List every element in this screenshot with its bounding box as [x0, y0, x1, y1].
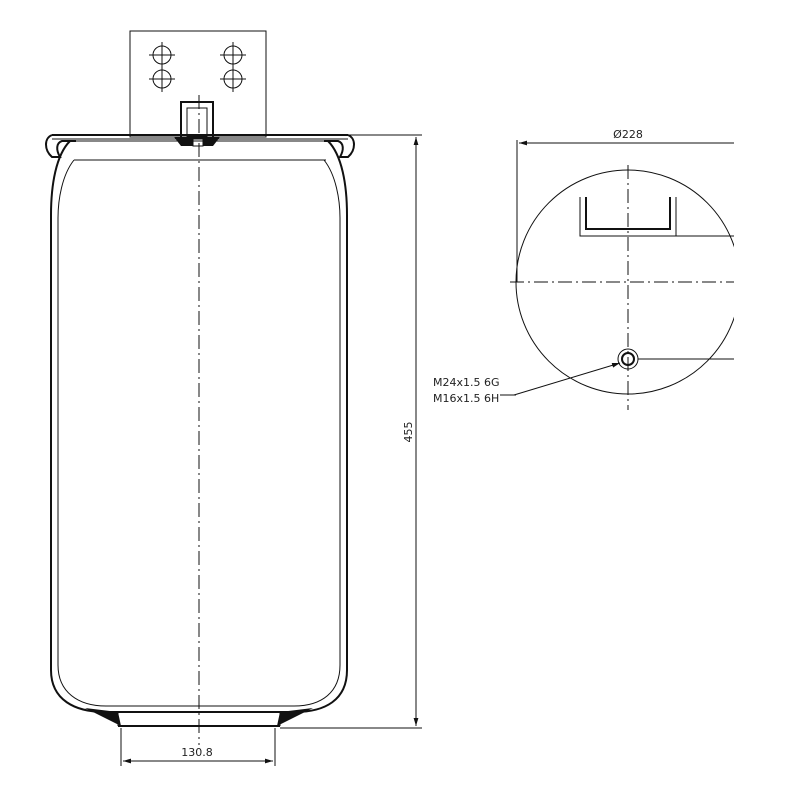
- thread-label-1: M24x1.5 6G: [433, 376, 500, 389]
- bottom-width-dimension: 130.8: [120, 728, 276, 766]
- top-view: Ø228 M24x1.5 6G M16x1.5 6H: [433, 128, 734, 410]
- diameter-dimension: Ø228: [516, 128, 734, 282]
- thread-label-2: M16x1.5 6H: [433, 392, 499, 405]
- mounting-bracket: [129, 30, 267, 138]
- height-dimension: 455: [280, 134, 422, 729]
- height-label: 455: [402, 422, 415, 443]
- thread-callout: M24x1.5 6G M16x1.5 6H: [433, 362, 621, 405]
- fitting-hole-symbol: [617, 348, 734, 370]
- top-plate: [45, 134, 355, 161]
- bracket-top-outline: [579, 197, 734, 237]
- bottom-width-label: 130.8: [181, 746, 213, 759]
- bolt-hole-symbols: [149, 42, 246, 92]
- diameter-label: Ø228: [613, 128, 643, 141]
- side-view: 455 130.8: [45, 30, 422, 766]
